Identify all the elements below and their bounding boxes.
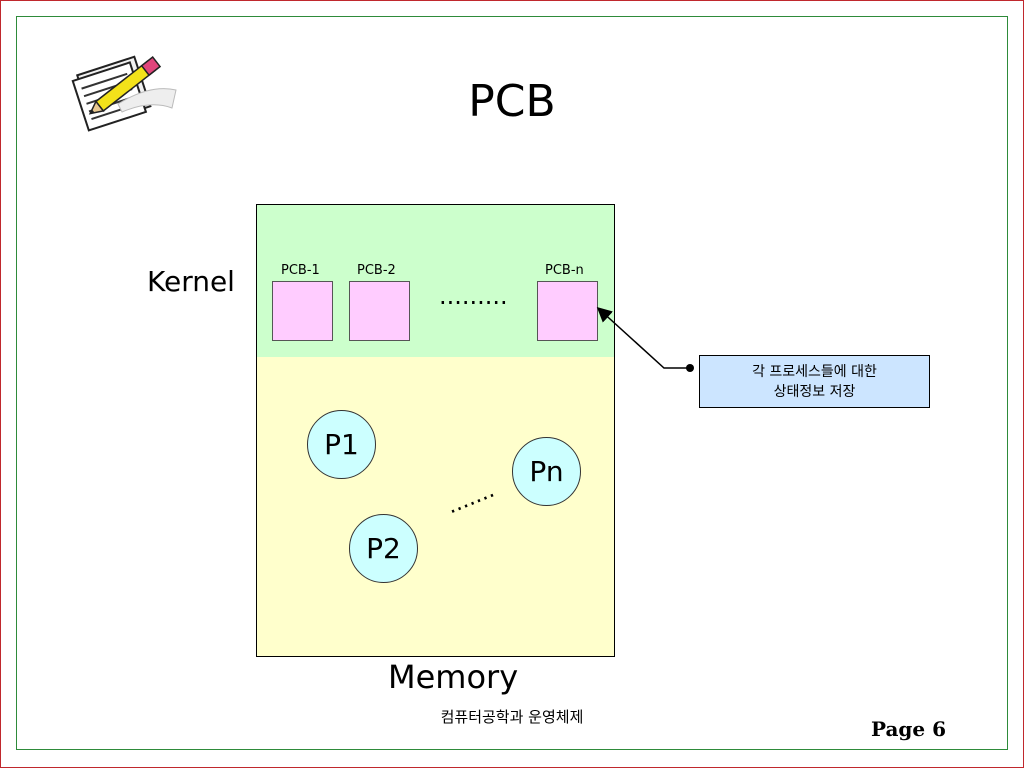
callout-line-1: 각 프로세스들에 대한 <box>752 363 877 380</box>
slide-title: PCB <box>468 76 556 127</box>
kernel-label: Kernel <box>147 265 235 298</box>
memory-region <box>256 357 615 657</box>
page-number: Page 6 <box>870 717 946 741</box>
slide-inner-border <box>16 16 1008 750</box>
footer-course: 컴퓨터공학과 운영체제 <box>440 708 584 726</box>
callout-box: 각 프로세스들에 대한 상태정보 저장 <box>699 355 930 408</box>
pcb-2-box <box>349 281 410 341</box>
process-pn: Pn <box>512 437 581 506</box>
pcb-ellipsis: ......... <box>439 282 508 310</box>
process-p1-label: P1 <box>324 428 359 461</box>
memory-label: Memory <box>388 658 519 696</box>
process-p1: P1 <box>307 410 376 479</box>
process-p2-label: P2 <box>366 532 401 565</box>
pcb-2-label: PCB-2 <box>357 263 396 278</box>
process-pn-label: Pn <box>529 455 564 488</box>
pcb-1-label: PCB-1 <box>281 263 320 278</box>
callout-line-2: 상태정보 저장 <box>773 383 856 400</box>
pcb-n-box <box>537 281 598 341</box>
pcb-1-box <box>272 281 333 341</box>
pcb-n-label: PCB-n <box>545 263 584 278</box>
process-p2: P2 <box>349 514 418 583</box>
